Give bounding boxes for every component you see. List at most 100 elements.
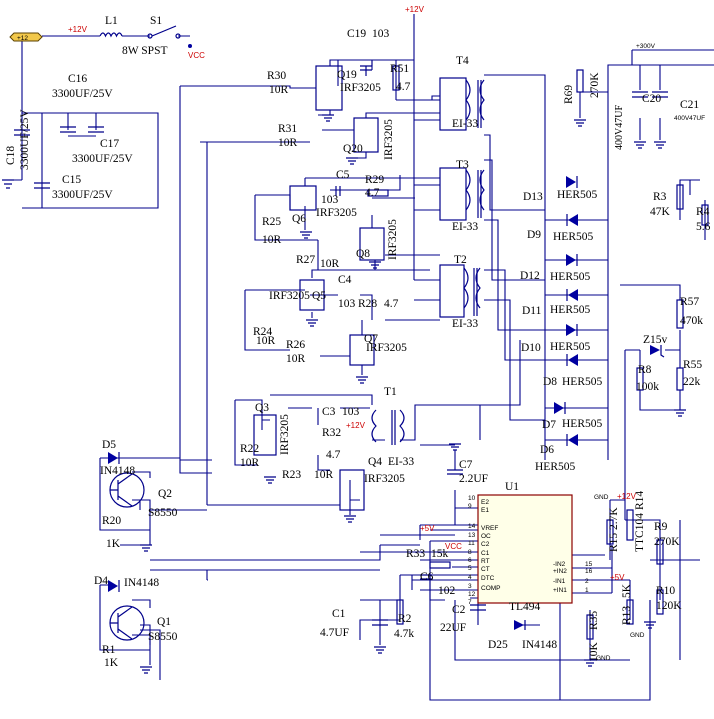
svg-text:R1: R1 — [102, 644, 116, 656]
svg-text:5: 5 — [468, 565, 472, 572]
svg-text:100k: 100k — [636, 381, 659, 393]
svg-text:RT: RT — [481, 558, 490, 565]
svg-text:C21: C21 — [680, 99, 699, 111]
svg-text:Q7: Q7 — [364, 333, 378, 345]
svg-text:103: 103 — [338, 298, 356, 310]
svg-text:16: 16 — [585, 568, 593, 575]
svg-text:IN4148: IN4148 — [124, 577, 159, 589]
svg-text:C2: C2 — [452, 604, 466, 616]
svg-text:-IN2: -IN2 — [553, 561, 566, 568]
rail-label-vcc: VCC — [188, 51, 205, 60]
svg-text:D5: D5 — [102, 439, 116, 451]
svg-text:R33: R33 — [406, 548, 425, 560]
svg-text:+5V: +5V — [420, 524, 435, 533]
svg-text:D25: D25 — [488, 639, 508, 651]
svg-text:D8: D8 — [543, 376, 557, 388]
svg-text:GND: GND — [596, 655, 611, 662]
svg-text:R57: R57 — [680, 296, 699, 308]
svg-text:D4: D4 — [94, 575, 108, 587]
svg-text:8W SPST: 8W SPST — [122, 45, 167, 57]
svg-text:C4: C4 — [338, 274, 352, 286]
svg-text:T1: T1 — [384, 386, 397, 398]
svg-text:10: 10 — [468, 495, 476, 502]
svg-text:22k: 22k — [683, 376, 701, 388]
svg-text:10R: 10R — [278, 137, 298, 149]
svg-text:22UF: 22UF — [440, 622, 466, 634]
svg-text:R51: R51 — [390, 63, 409, 75]
svg-text:R14: R14 — [634, 491, 646, 510]
svg-text:D13: D13 — [523, 191, 543, 203]
svg-text:IRF3205: IRF3205 — [279, 414, 291, 455]
rail-label-300v: +300V — [636, 43, 656, 50]
hv-output: R69 270K C20 400V47UF C21 400V47UF — [563, 69, 705, 150]
svg-text:S1: S1 — [150, 15, 162, 27]
svg-text:S8550: S8550 — [148, 631, 178, 643]
svg-text:T4: T4 — [456, 55, 469, 67]
svg-text:HER505: HER505 — [557, 189, 598, 201]
svg-text:C19: C19 — [347, 28, 366, 40]
svg-text:U1: U1 — [505, 481, 519, 493]
svg-text:L1: L1 — [105, 15, 118, 27]
svg-text:4.7: 4.7 — [365, 187, 380, 199]
svg-text:IN4148: IN4148 — [100, 465, 135, 477]
svg-text:270K: 270K — [654, 536, 680, 548]
svg-text:103: 103 — [372, 28, 390, 40]
svg-text:6: 6 — [468, 557, 472, 564]
switch-S1: S1 8W SPST — [122, 15, 192, 57]
svg-text:R20: R20 — [102, 515, 121, 527]
svg-text:1K: 1K — [104, 657, 119, 669]
svg-text:R29: R29 — [365, 174, 384, 186]
svg-text:R69: R69 — [563, 85, 575, 104]
svg-text:HER505: HER505 — [550, 304, 591, 316]
svg-text:4: 4 — [468, 574, 472, 581]
power-input-connector: +12 — [9, 32, 43, 42]
svg-text:R30: R30 — [267, 70, 286, 82]
svg-text:+12V: +12V — [617, 492, 637, 501]
svg-text:HER505: HER505 — [550, 271, 591, 283]
svg-text:CT: CT — [481, 566, 490, 573]
svg-text:14: 14 — [468, 523, 476, 530]
svg-text:C1: C1 — [481, 550, 490, 557]
svg-text:3: 3 — [468, 583, 472, 590]
mosfet-stage-1: Q3 IRF3205 C3 103 R32 4.7 +12V R22 10R Q… — [240, 386, 414, 511]
svg-text:+12V: +12V — [346, 421, 366, 430]
svg-text:HER505: HER505 — [562, 376, 603, 388]
svg-text:R26: R26 — [286, 339, 305, 351]
svg-text:Z15v: Z15v — [643, 334, 668, 346]
svg-text:C1: C1 — [332, 608, 346, 620]
svg-text:10K: 10K — [588, 642, 600, 663]
svg-text:12: 12 — [468, 591, 476, 598]
svg-text:15k: 15k — [431, 548, 449, 560]
svg-text:10R: 10R — [240, 457, 260, 469]
svg-text:T2: T2 — [454, 254, 467, 266]
svg-text:R31: R31 — [278, 123, 297, 135]
svg-text:IRF3205: IRF3205 — [269, 290, 310, 302]
wires — [8, 14, 714, 701]
feedback-network: R3 47K R4 5.6 R57 470k Z15v R8 100k R55 … — [636, 184, 711, 393]
rail-label-12v: +12V — [68, 25, 88, 34]
svg-text:T3: T3 — [456, 159, 469, 171]
svg-text:Q2: Q2 — [158, 488, 172, 500]
svg-text:1: 1 — [585, 587, 589, 594]
svg-text:R2: R2 — [398, 613, 412, 625]
svg-text:4.7: 4.7 — [384, 298, 399, 310]
svg-text:103: 103 — [342, 406, 360, 418]
svg-text:3300UF/25V: 3300UF/25V — [19, 109, 31, 170]
svg-text:IRF3205: IRF3205 — [316, 207, 357, 219]
svg-text:7: 7 — [468, 599, 472, 606]
svg-text:Q1: Q1 — [157, 616, 171, 628]
svg-text:102: 102 — [438, 585, 456, 597]
svg-text:HER505: HER505 — [553, 231, 594, 243]
svg-text:S8550: S8550 — [148, 507, 178, 519]
svg-text:5.6: 5.6 — [696, 221, 711, 233]
svg-text:Q3: Q3 — [255, 402, 269, 414]
svg-text:4.7: 4.7 — [326, 449, 341, 461]
svg-text:D10: D10 — [521, 342, 541, 354]
svg-text:3300UF/25V: 3300UF/25V — [72, 153, 133, 165]
u1-periphery: C7 2.2UF R33 15k C6 102 C1 4.7UF R2 4.7k… — [320, 459, 682, 662]
svg-text:47K: 47K — [650, 206, 671, 218]
svg-text:GND: GND — [630, 632, 645, 639]
svg-text:OC: OC — [481, 533, 491, 540]
svg-text:R10: R10 — [656, 585, 675, 597]
